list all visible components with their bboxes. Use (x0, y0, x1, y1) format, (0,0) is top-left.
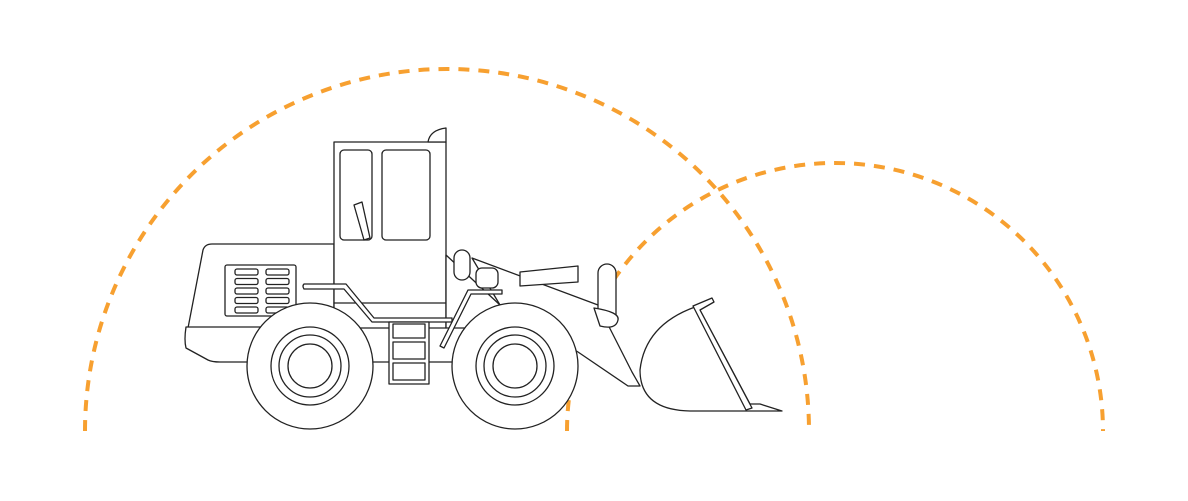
grille-slot (265, 287, 290, 295)
grille-slot (234, 306, 259, 314)
reach-arcs (83, 67, 1105, 432)
grille-slot (265, 296, 290, 305)
cab-window-right (381, 149, 431, 241)
lift-cylinder (519, 265, 579, 287)
wheel-loader (184, 127, 783, 430)
grille-slot (234, 268, 259, 276)
door-handle (353, 201, 371, 241)
boom-pivot (453, 249, 471, 281)
bucket-edge (692, 297, 753, 411)
grille-slot (265, 268, 290, 276)
grille-slot (234, 287, 259, 295)
bucket (639, 306, 783, 412)
grille-slot (265, 277, 290, 286)
grille-slot (234, 296, 259, 305)
ladder-step (392, 341, 426, 360)
rear-wheel (246, 302, 374, 430)
rear-handrail (302, 283, 453, 323)
small-reach-arc (565, 161, 1105, 432)
ladder-step (392, 362, 426, 381)
ladder-step (392, 323, 426, 339)
front-wheel (451, 302, 579, 430)
exhaust-stack (427, 127, 447, 143)
boom-bracket (475, 267, 499, 289)
tilt-pin (593, 307, 619, 328)
front-handrail (439, 289, 503, 349)
large-reach-arc (83, 67, 811, 432)
grille-slot (234, 277, 259, 286)
